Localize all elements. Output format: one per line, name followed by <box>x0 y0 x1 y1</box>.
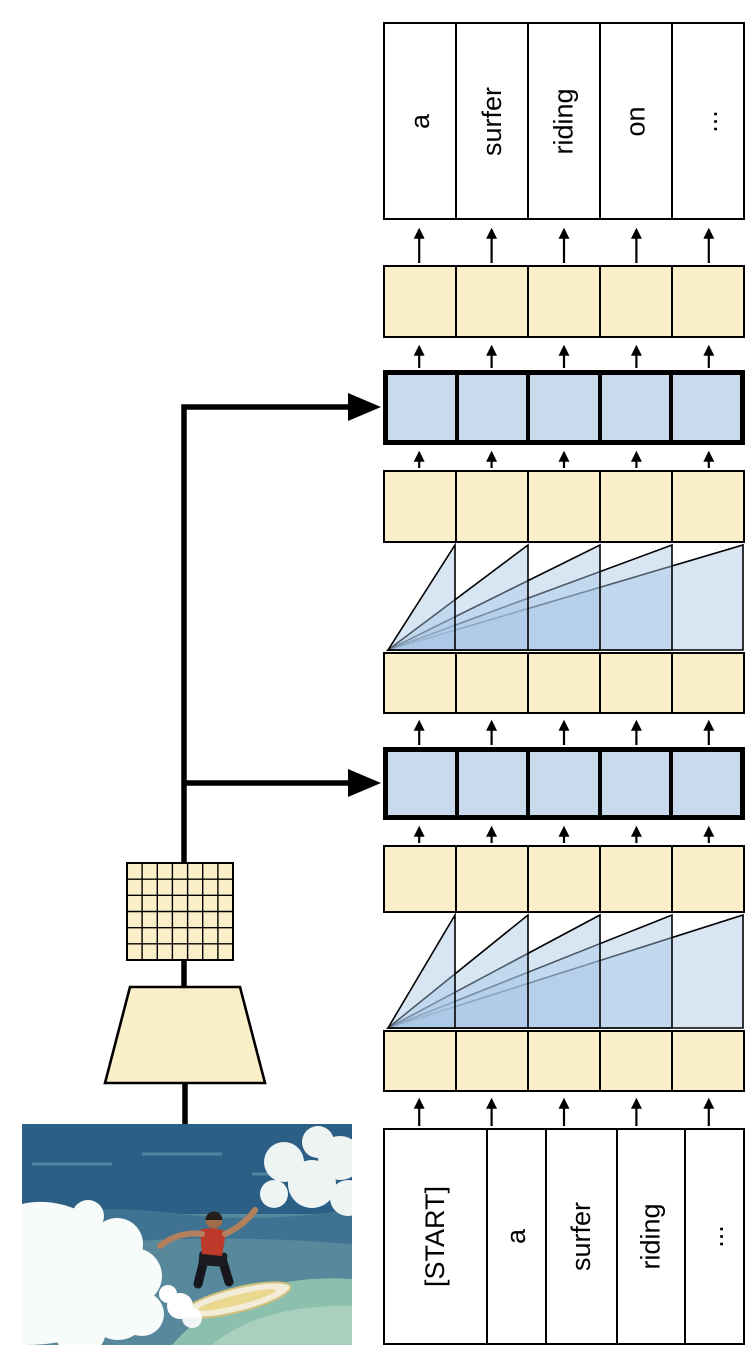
input-token-label: riding <box>635 1203 666 1270</box>
cross-attention-cell <box>597 752 669 815</box>
embedding-layer-cell <box>599 1030 673 1092</box>
linear-layer-row <box>383 652 745 714</box>
linear-layer-cell <box>383 265 457 338</box>
input-token: a <box>485 1128 548 1345</box>
output-token: ... <box>670 22 746 220</box>
linear-layer-row <box>383 265 745 338</box>
image-features-grid <box>126 862 234 961</box>
output-token: on <box>598 22 674 220</box>
input-token: ... <box>683 1128 745 1345</box>
linear-layer-cell <box>599 265 673 338</box>
embedding-layer-row <box>383 1030 745 1092</box>
linear-layer-cell <box>671 265 745 338</box>
output-token: surfer <box>454 22 530 220</box>
cross-attention-cell <box>668 375 741 440</box>
cross-attention-cell <box>526 375 598 440</box>
wave-spray <box>260 1126 352 1216</box>
cross-attention-cell <box>455 375 527 440</box>
input-image-photo <box>22 1124 352 1345</box>
linear-layer-cell <box>455 652 529 714</box>
masked-self-attention-fan <box>385 543 744 651</box>
input-token-label: ... <box>698 1225 729 1248</box>
linear-layer-cell <box>527 652 601 714</box>
linear-layer-cell <box>455 470 529 543</box>
output-token-label: surfer <box>476 86 507 156</box>
output-token-label: a <box>404 113 435 129</box>
linear-layer-row <box>383 470 745 543</box>
linear-layer-cell <box>671 470 745 543</box>
linear-layer-cell <box>383 845 457 913</box>
output-token-strip: a surfer riding on ... <box>383 22 746 220</box>
linear-layer-cell <box>383 470 457 543</box>
linear-layer-cell <box>671 845 745 913</box>
whitewash-foam <box>22 1200 164 1345</box>
output-token: a <box>383 22 458 220</box>
cross-attention-cell <box>668 752 741 815</box>
feature-arrowhead-bottom <box>348 769 381 797</box>
embedding-layer-cell <box>383 1030 457 1092</box>
cross-attention-row <box>383 370 745 445</box>
attention-triangle <box>385 543 529 651</box>
linear-layer-cell <box>455 265 529 338</box>
linear-layer-cell <box>527 470 601 543</box>
input-token: [START] <box>383 1128 489 1345</box>
input-token-label: [START] <box>420 1185 451 1288</box>
output-token-label: ... <box>692 109 723 133</box>
embedding-layer-cell <box>527 1030 601 1092</box>
linear-layer-cell <box>671 652 745 714</box>
cross-attention-cell <box>597 375 669 440</box>
linear-layer-cell <box>383 652 457 714</box>
embedding-layer-cell <box>671 1030 745 1092</box>
output-token-label: on <box>620 105 651 137</box>
embedding-layer-cell <box>455 1030 529 1092</box>
surfboard <box>182 1281 292 1319</box>
cnn-encoder-trapezoid <box>103 985 267 1085</box>
linear-layer-row <box>383 845 745 913</box>
cross-attention-cell <box>455 752 527 815</box>
linear-layer-cell <box>455 845 529 913</box>
linear-layer-cell <box>599 652 673 714</box>
input-token-label: a <box>500 1228 531 1245</box>
attention-triangle <box>386 913 456 1029</box>
linear-layer-cell <box>599 470 673 543</box>
output-token: riding <box>526 22 602 220</box>
linear-layer-cell <box>527 265 601 338</box>
grid-feature-trunk-line <box>181 404 350 868</box>
linear-layer-cell <box>527 845 601 913</box>
linear-layer-cell <box>599 845 673 913</box>
flow-arrows <box>413 227 715 1126</box>
feature-arrowhead-top <box>348 393 381 421</box>
attention-triangle <box>385 913 529 1029</box>
surfer-figure <box>157 1207 258 1289</box>
input-token-strip: [START] a surfer riding ... <box>383 1128 745 1345</box>
input-token-label: surfer <box>565 1201 596 1272</box>
attention-triangle <box>386 543 456 651</box>
cross-attention-cell <box>526 752 598 815</box>
output-token-label: riding <box>548 87 579 155</box>
cross-attention-row <box>383 747 745 820</box>
masked-self-attention-fan <box>385 913 744 1029</box>
cross-attention-cell <box>388 375 456 440</box>
input-token: riding <box>615 1128 686 1345</box>
cross-attention-cell <box>388 752 456 815</box>
input-token: surfer <box>544 1128 618 1345</box>
